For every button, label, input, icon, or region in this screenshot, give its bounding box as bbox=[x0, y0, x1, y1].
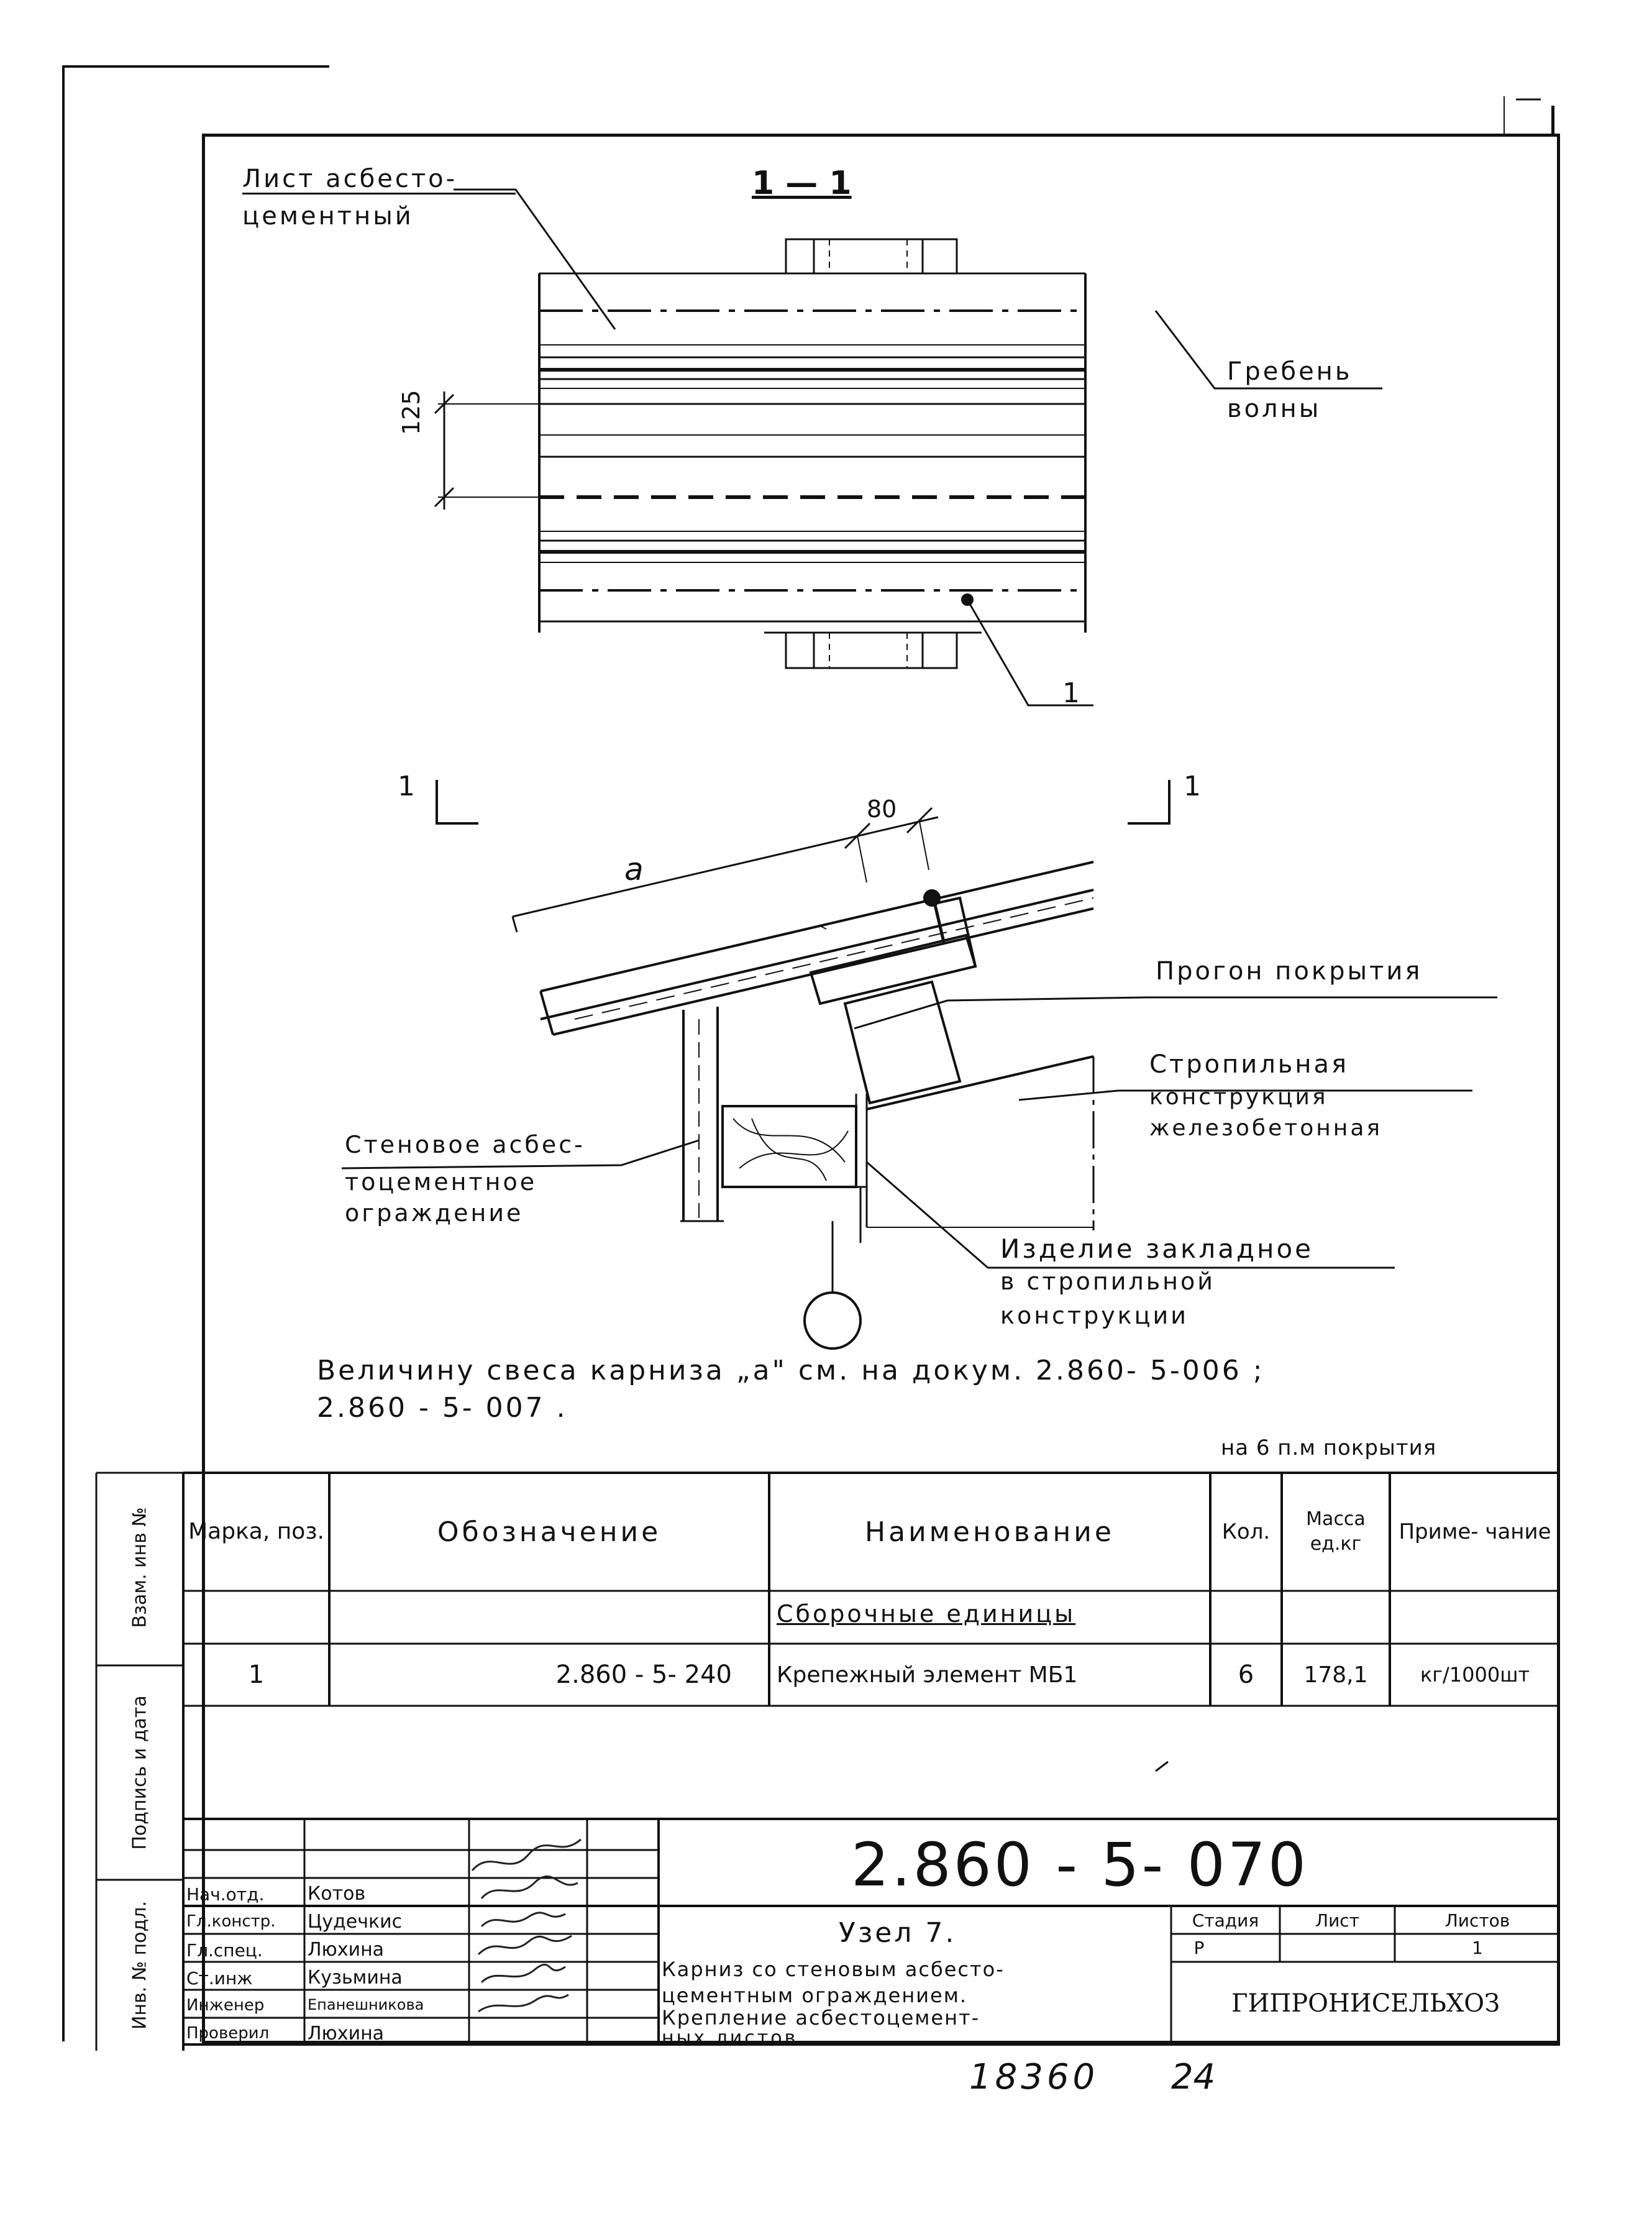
row-designation: 2.860 - 5- 240 bbox=[555, 1660, 732, 1689]
stage-header: Стадия bbox=[1192, 1910, 1259, 1931]
outer-frame-top bbox=[62, 65, 329, 68]
node-desc-line-4: ных листов bbox=[662, 2027, 798, 2049]
cut-right-label: 1 bbox=[1184, 771, 1201, 802]
role-head-dept: Нач.отд. bbox=[186, 1884, 265, 1905]
row-mass: 178,1 bbox=[1303, 1662, 1368, 1688]
role-engineer: Инженер bbox=[186, 1996, 265, 2015]
crest-label-line-1: Гребень bbox=[1227, 357, 1353, 386]
sheet-label-underline bbox=[242, 193, 516, 195]
wall-label-line-2: тоцементное bbox=[345, 1168, 537, 1196]
signatures bbox=[471, 1838, 582, 2013]
header-note: Приме- чание bbox=[1399, 1519, 1551, 1544]
name-checked: Люхина bbox=[308, 2023, 385, 2044]
embed-label-line-3: конструкции bbox=[1000, 1302, 1189, 1329]
section-row-label: Сборочные единицы bbox=[777, 1600, 1076, 1628]
name-head-dept: Котов bbox=[308, 1883, 366, 1905]
header-designation: Обозначение bbox=[437, 1516, 662, 1548]
position-1-label: 1 bbox=[1062, 677, 1080, 709]
row-qty: 6 bbox=[1238, 1660, 1254, 1689]
section-cut-markers bbox=[436, 780, 1171, 825]
name-senior-engineer: Кузьмина bbox=[308, 1967, 403, 1989]
page-number: 24 bbox=[1171, 2057, 1216, 2097]
stamp-original-inv: Инв. № подл. bbox=[129, 1901, 151, 2030]
sheets-value: 1 bbox=[1472, 1938, 1483, 1958]
rafter-label-line-3: железобетонная bbox=[1149, 1115, 1383, 1141]
section-title: 1 — 1 bbox=[752, 165, 852, 202]
eave-note-line-1: Величину свеса карниза „a" см. на докум.… bbox=[317, 1355, 1265, 1386]
role-senior-engineer: Ст.инж bbox=[186, 1968, 253, 1989]
per-length-note: на 6 п.м покрытия bbox=[1221, 1435, 1437, 1460]
wall-label-line-1: Стеновое асбес- bbox=[345, 1131, 585, 1158]
node-desc-line-2: цементным ограждением. bbox=[662, 1984, 968, 2007]
outer-frame-left bbox=[62, 65, 65, 2041]
sheet-header: Лист bbox=[1315, 1910, 1359, 1931]
row-mark: 1 bbox=[248, 1660, 265, 1689]
row-name: Крепежный элемент МБ1 bbox=[777, 1662, 1078, 1688]
sheet-label-line-2: цементный bbox=[242, 202, 414, 231]
document-code: 2.860 - 5- 070 bbox=[851, 1830, 1308, 1900]
rafter-label-line-1: Стропильная bbox=[1149, 1050, 1349, 1079]
role-chief-designer: Гл.констр. bbox=[186, 1912, 276, 1931]
header-qty: Кол. bbox=[1221, 1519, 1271, 1544]
inner-frame bbox=[202, 134, 1560, 2044]
organization-name: ГИПРОНИСЕЛЬХОЗ bbox=[1231, 1989, 1500, 2018]
eave-note-line-2: 2.860 - 5- 007 . bbox=[317, 1392, 568, 1424]
stamp-signature-date: Подпись и дата bbox=[129, 1695, 151, 1850]
role-checked: Проверил bbox=[186, 2024, 270, 2043]
table-grid bbox=[95, 1472, 1560, 2051]
purlin-label: Прогон покрытия bbox=[1156, 957, 1423, 986]
sheet-label-line-1: Лист асбесто- bbox=[242, 165, 458, 193]
embed-label-line-2: в стропильной bbox=[1000, 1268, 1215, 1295]
name-chief-specialist: Люхина bbox=[308, 1939, 385, 1961]
name-chief-designer: Цудечкис bbox=[308, 1911, 403, 1933]
node-desc-line-3: Крепление асбестоцемент- bbox=[662, 2006, 980, 2030]
name-engineer: Епанешникова bbox=[308, 1996, 424, 2013]
frame-right-double bbox=[1551, 106, 1554, 137]
stage-value: Р bbox=[1193, 1938, 1205, 1958]
dimension-80: 80 bbox=[867, 795, 897, 823]
eave-node-detail bbox=[341, 807, 1497, 1350]
node-title: Узел 7. bbox=[839, 1917, 957, 1949]
dimension-a: a bbox=[624, 851, 644, 887]
sheets-header: Листов bbox=[1444, 1910, 1510, 1931]
header-name: Наименование bbox=[865, 1516, 1115, 1548]
row-note: кг/1000шт bbox=[1420, 1663, 1530, 1687]
frame-right-mark bbox=[1504, 96, 1505, 134]
wall-label-line-3: ограждение bbox=[345, 1199, 524, 1227]
cut-left-label: 1 bbox=[398, 771, 415, 802]
crest-label-line-2: волны bbox=[1227, 395, 1321, 423]
header-mass: Масса ед.кг bbox=[1306, 1508, 1366, 1555]
header-mark: Марка, поз. bbox=[188, 1519, 324, 1544]
node-desc-line-1: Карниз со стеновым асбесто- bbox=[662, 1957, 1005, 1981]
stamp-replacement-inv: Взам. инв № bbox=[129, 1507, 151, 1628]
role-chief-specialist: Гл.спец. bbox=[186, 1940, 263, 1961]
sheet-section-view bbox=[434, 188, 1382, 707]
archive-number: 18360 bbox=[969, 2057, 1099, 2097]
rafter-label-line-2: конструкция bbox=[1149, 1084, 1328, 1110]
embed-label-line-1: Изделие закладное bbox=[1000, 1234, 1314, 1264]
dimension-125: 125 bbox=[398, 390, 425, 435]
